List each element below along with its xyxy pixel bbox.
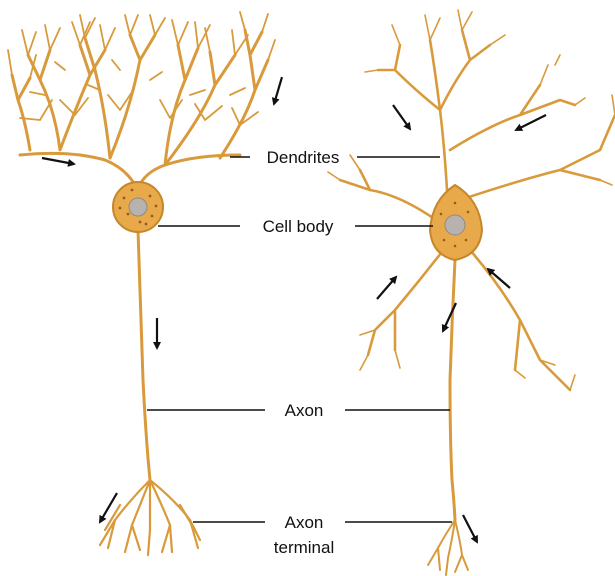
left-dendrite-tree [12, 30, 268, 188]
arrow-icon [377, 277, 396, 299]
left-neuron [8, 12, 275, 555]
arrow-icon [516, 115, 546, 130]
right-neuron [328, 10, 615, 575]
arrow-icon [443, 303, 456, 331]
arrow-icon [463, 515, 477, 542]
left-cell-body [113, 182, 163, 232]
label-axon: Axon [285, 401, 324, 420]
left-axon [138, 230, 150, 480]
arrow-icon [100, 493, 117, 522]
arrow-icon [42, 77, 546, 542]
label-axon-terminal-line1: Axon [285, 513, 324, 532]
label-cell-body: Cell body [263, 217, 334, 236]
left-axon-terminal [100, 480, 200, 555]
label-dendrites: Dendrites [267, 148, 340, 167]
arrow-icon [274, 77, 282, 104]
label-axon-terminal-line2: terminal [274, 538, 334, 557]
leader-lines [147, 157, 452, 522]
arrow-icon [393, 105, 410, 129]
right-axon [450, 260, 455, 520]
right-axon-terminal [428, 520, 468, 575]
left-dendrite-twigs [8, 12, 275, 125]
arrow-icon [42, 158, 74, 164]
